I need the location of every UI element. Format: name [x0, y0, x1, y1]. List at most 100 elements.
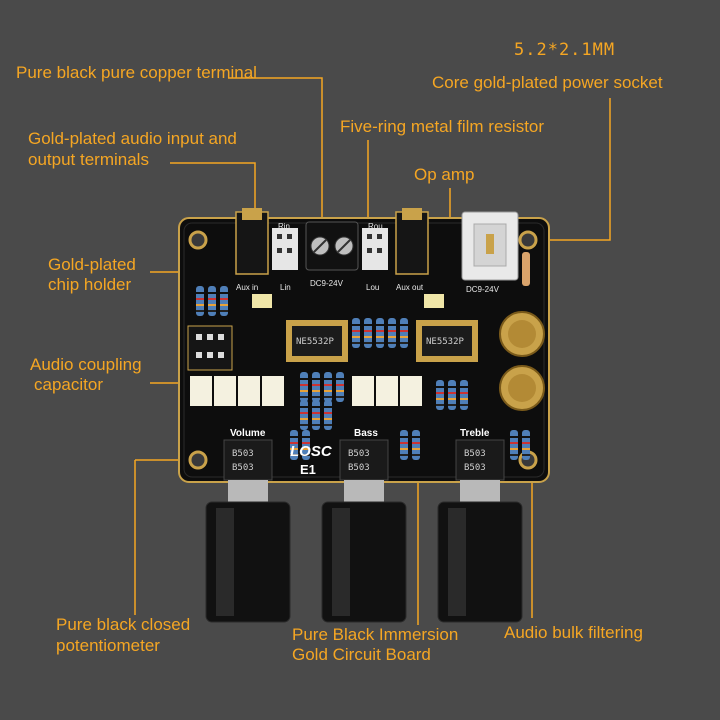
resistor-band — [312, 390, 320, 392]
board-label-line2: Gold Circuit Board — [292, 645, 431, 664]
resistor-band — [364, 336, 372, 338]
resistor-band — [312, 384, 320, 386]
resistor-band — [376, 342, 384, 344]
resistor-band — [300, 424, 308, 426]
resistor-band — [290, 454, 298, 456]
resistor-band — [510, 442, 518, 444]
resistor-band — [196, 304, 204, 306]
resistor-band — [312, 396, 320, 398]
resistor-band — [376, 336, 384, 338]
resistor-band — [400, 342, 408, 344]
board-logo: LOSC — [290, 443, 333, 460]
io-terminals-label-line2: output terminals — [28, 150, 149, 169]
resistor-band — [510, 448, 518, 450]
resistor-band — [388, 324, 396, 326]
resistor-band — [352, 324, 360, 326]
bulk-filter-capacitors — [499, 311, 545, 411]
resistor-band — [324, 396, 332, 398]
bulk-filter-label: Audio bulk filtering — [504, 623, 643, 642]
lin-header — [272, 228, 298, 270]
resistor-band — [312, 424, 320, 426]
potentiometer-label-line2: potentiometer — [56, 636, 160, 655]
resistor-band — [436, 404, 444, 406]
op-amp-label: Op amp — [414, 165, 475, 184]
volume-potentiometer: Volume B503 B503 — [205, 428, 291, 623]
resistor-band — [300, 390, 308, 392]
resistor-band — [400, 448, 408, 450]
resistor-band — [400, 436, 408, 438]
resistor-band — [388, 336, 396, 338]
coupling-cap-label-line2: capacitor — [34, 375, 103, 394]
volume-pot-code-2: B503 — [232, 463, 254, 473]
resistor-band — [324, 424, 332, 426]
bass-pot-code-2: B503 — [348, 463, 370, 473]
resistor-band — [324, 418, 332, 420]
resistor-band — [510, 436, 518, 438]
copper-terminal-label: Pure black pure copper terminal — [16, 63, 257, 82]
resistor-band — [400, 330, 408, 332]
resistor-band — [448, 398, 456, 400]
resistor-band — [522, 442, 530, 444]
potentiometer-label-line1: Pure black closed — [56, 615, 191, 634]
resistor-band — [302, 448, 310, 450]
resistor-band — [312, 378, 320, 380]
resistor-band — [336, 384, 344, 386]
power-socket-label: Core gold-plated power socket — [432, 73, 663, 92]
socket-size-label: 5.2*2.1MM — [514, 40, 616, 60]
resistor-band — [510, 454, 518, 456]
resistor-band — [364, 342, 372, 344]
resistor-band — [290, 436, 298, 438]
resistor-bank — [196, 286, 530, 460]
resistor-band — [364, 330, 372, 332]
resistor-band — [448, 386, 456, 388]
resistor-band — [290, 448, 298, 450]
resistor-band — [388, 342, 396, 344]
resistor-band — [436, 386, 444, 388]
aux-out-jack — [395, 208, 429, 275]
resistor-band — [302, 442, 310, 444]
resistor-band — [336, 390, 344, 392]
bass-label: Bass — [354, 428, 378, 439]
resistor-band — [220, 298, 228, 300]
resistor-band — [302, 454, 310, 456]
small-caps-top — [252, 294, 444, 308]
dc-silk-right: DC9-24V — [466, 285, 500, 294]
aux-in-silk: Aux in — [236, 283, 258, 292]
resistor-band — [208, 310, 216, 312]
dc-silk-left: DC9-24V — [310, 279, 344, 288]
dc-power-socket — [461, 211, 519, 281]
resistor-band — [324, 412, 332, 414]
resistor-band — [376, 324, 384, 326]
resistor-band — [412, 454, 420, 456]
resistor-band — [388, 330, 396, 332]
resistor-label: Five-ring metal film resistor — [340, 117, 545, 136]
board-model: E1 — [300, 462, 316, 477]
chip-holder-label-line1: Gold-plated — [48, 255, 136, 274]
rin-silk: Rin — [278, 222, 290, 231]
resistor-band — [300, 412, 308, 414]
resistor-band — [302, 436, 310, 438]
resistor-band — [300, 384, 308, 386]
pin-header-left — [187, 325, 233, 371]
board-label-line1: Pure Black Immersion — [292, 625, 459, 644]
coupling-capacitors — [190, 376, 422, 406]
resistor-band — [448, 392, 456, 394]
treble-pot-code-1: B503 — [464, 449, 486, 459]
resistor-band — [522, 448, 530, 450]
resistor-band — [352, 336, 360, 338]
resistor-band — [448, 404, 456, 406]
lou-silk: Lou — [366, 283, 379, 292]
bass-potentiometer: Bass B503 B503 — [321, 428, 407, 623]
resistor-band — [312, 412, 320, 414]
resistor-band — [412, 436, 420, 438]
resistor-band — [336, 378, 344, 380]
resistor-band — [400, 442, 408, 444]
resistor-band — [208, 304, 216, 306]
resistor-band — [220, 292, 228, 294]
resistor-band — [400, 454, 408, 456]
resistor-band — [324, 406, 332, 408]
resistor-band — [220, 304, 228, 306]
resistor-band — [364, 324, 372, 326]
resistor-band — [412, 448, 420, 450]
